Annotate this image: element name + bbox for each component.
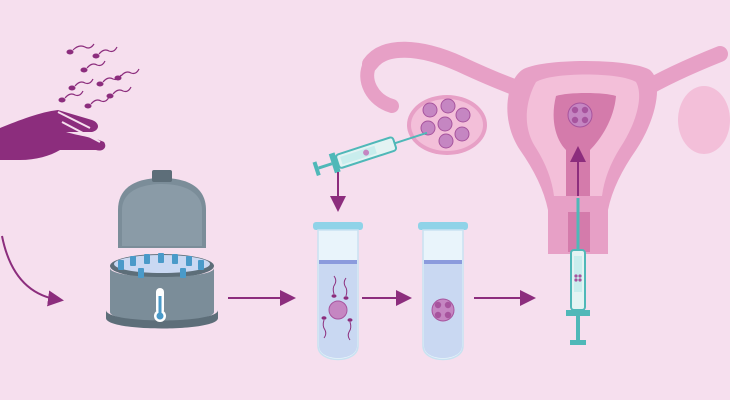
sperm-icon (321, 316, 327, 339)
embryo-icon (567, 102, 593, 128)
embryo-icon (431, 298, 455, 322)
test-tube-icon (418, 222, 468, 361)
egg-cell-icon (328, 300, 348, 320)
sperm-icon (80, 60, 106, 73)
syringe-icon (566, 198, 590, 345)
sperm-icon (68, 78, 94, 91)
sperm-icon (114, 68, 140, 81)
syringe-icon (312, 131, 428, 176)
sperm-group (58, 43, 140, 109)
ovary-icon (407, 95, 487, 155)
sperm-icon (331, 275, 337, 298)
test-tube-icon (313, 222, 363, 361)
hand-icon (0, 110, 106, 160)
sperm-icon (92, 46, 118, 59)
thermometer-icon (154, 288, 166, 322)
arrow-icon (1, 235, 64, 307)
sperm-icon (343, 277, 349, 300)
sperm-icon (66, 43, 95, 55)
sperm-icon (347, 318, 353, 341)
sperm-group (321, 275, 353, 341)
sperm-icon (84, 96, 110, 109)
sperm-icon (58, 90, 84, 103)
